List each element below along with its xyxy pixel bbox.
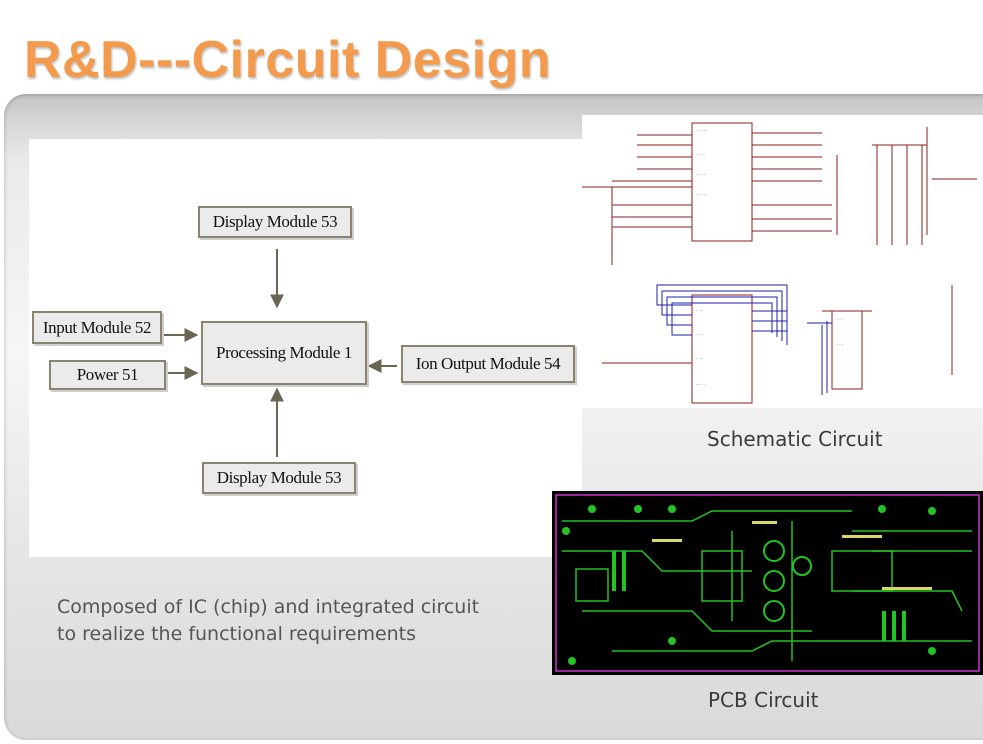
svg-text:.... ....: .... .... xyxy=(696,127,707,132)
svg-text:.. ..: .. .. xyxy=(696,307,702,312)
schematic-image: .... ........ .. .... ...... .... .. ...… xyxy=(582,115,983,408)
schematic-drawing: .... ........ .. .... ...... .... .. ...… xyxy=(582,122,977,404)
pcb-caption: PCB Circuit xyxy=(708,688,819,712)
svg-text:... ....: ... .... xyxy=(696,191,706,196)
svg-text:.... ...: .... ... xyxy=(696,171,706,176)
description-line-1: Composed of IC (chip) and integrated cir… xyxy=(57,596,480,618)
power-module: Power 51 xyxy=(49,360,166,390)
pcb-image xyxy=(552,491,983,675)
block-diagram: Display Module 53 Input Module 52 Power … xyxy=(29,139,582,557)
description-text: Composed of IC (chip) and integrated cir… xyxy=(57,594,479,648)
svg-text:.... ..: .... .. xyxy=(696,151,705,156)
display-module-top: Display Module 53 xyxy=(198,206,352,238)
svg-text:.. ...: .. ... xyxy=(696,355,704,360)
svg-text:.... ..: .... .. xyxy=(696,381,705,386)
ion-output-module: Ion Output Module 54 xyxy=(401,345,575,383)
display-module-bottom: Display Module 53 xyxy=(202,462,356,494)
svg-text:... .: ... . xyxy=(837,341,843,346)
svg-text:... ..: ... .. xyxy=(696,331,704,336)
schematic-caption: Schematic Circuit xyxy=(707,427,883,451)
input-module: Input Module 52 xyxy=(32,311,162,344)
processing-module: Processing Module 1 xyxy=(201,321,367,385)
pcb-board-photo xyxy=(555,494,980,672)
slide-title: R&D---Circuit Design xyxy=(24,31,552,89)
description-line-2: to realize the functional requirements xyxy=(57,623,417,645)
svg-text:.. ..: .. .. xyxy=(837,316,843,321)
diagram-arrows xyxy=(163,249,397,457)
